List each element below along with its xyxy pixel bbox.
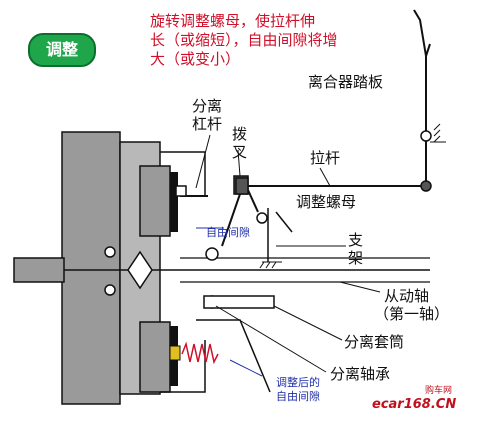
pressure-spring-seat [169,345,181,361]
crankshaft [13,257,65,283]
label-lever-1: 分离 [192,97,223,115]
fork-upper-arm [247,189,259,213]
label-pedal: 离合器踏板 [308,73,384,91]
bracket [267,208,293,262]
clutch-disc-upper [170,172,178,232]
adjusting-nut [235,177,249,195]
shaft-coupling [127,250,153,290]
label-bracket-1: 支 [348,231,364,249]
bracket-hatch [259,261,282,269]
label-adjusted-gap-1: 调整后的 [276,376,320,389]
pressure-spring [181,341,219,365]
label-fork-1: 拨 [232,125,248,143]
label-nut: 调整螺母 [296,193,357,211]
release-fork [221,193,241,247]
pressure-plate-upper [139,165,171,237]
rod-joint [420,180,432,192]
instruction-text: 旋转调整螺母，使拉杆伸 长（或缩短），自由间隙将增 大（或变小） [150,12,338,68]
adjust-badge: 调整 [28,33,96,67]
leader-bearing [215,305,327,373]
label-shaft-1: 从动轴 [384,287,430,305]
fork-pivot [256,212,268,224]
label-rod: 拉杆 [310,149,341,167]
watermark-logo: ecar168.CN [372,397,457,412]
pilot-bearing-upper [104,246,116,258]
label-lever-2: 杠杆 [192,115,223,133]
leader-lever [195,134,211,189]
label-sleeve: 分离套筒 [344,333,405,351]
flywheel [61,131,121,405]
release-lever-pivot [175,185,187,197]
release-bearing-upper [205,247,219,261]
leader-fork [237,149,241,177]
pedal-pivot [420,130,432,142]
label-bearing: 分离轴承 [330,365,391,383]
label-bracket-2: 架 [348,249,364,267]
pedal-mount-hatch [430,123,446,143]
adjusted-gap-mark [229,359,263,377]
watermark-site: 购车网 [425,386,453,396]
label-shaft-2: （第一轴） [374,305,450,323]
release-sleeve [203,295,275,309]
label-adjusted-gap-2: 自由间隙 [276,390,320,403]
pilot-bearing-lower [104,284,116,296]
label-fork-2: 叉 [232,143,248,161]
leader-sleeve [273,305,343,341]
pedal-pad [413,9,431,57]
pressure-plate-lower [139,321,171,393]
leader-rod [319,167,331,187]
label-free-gap: 自由间隙 [206,226,250,239]
leader-shaft [339,281,381,293]
